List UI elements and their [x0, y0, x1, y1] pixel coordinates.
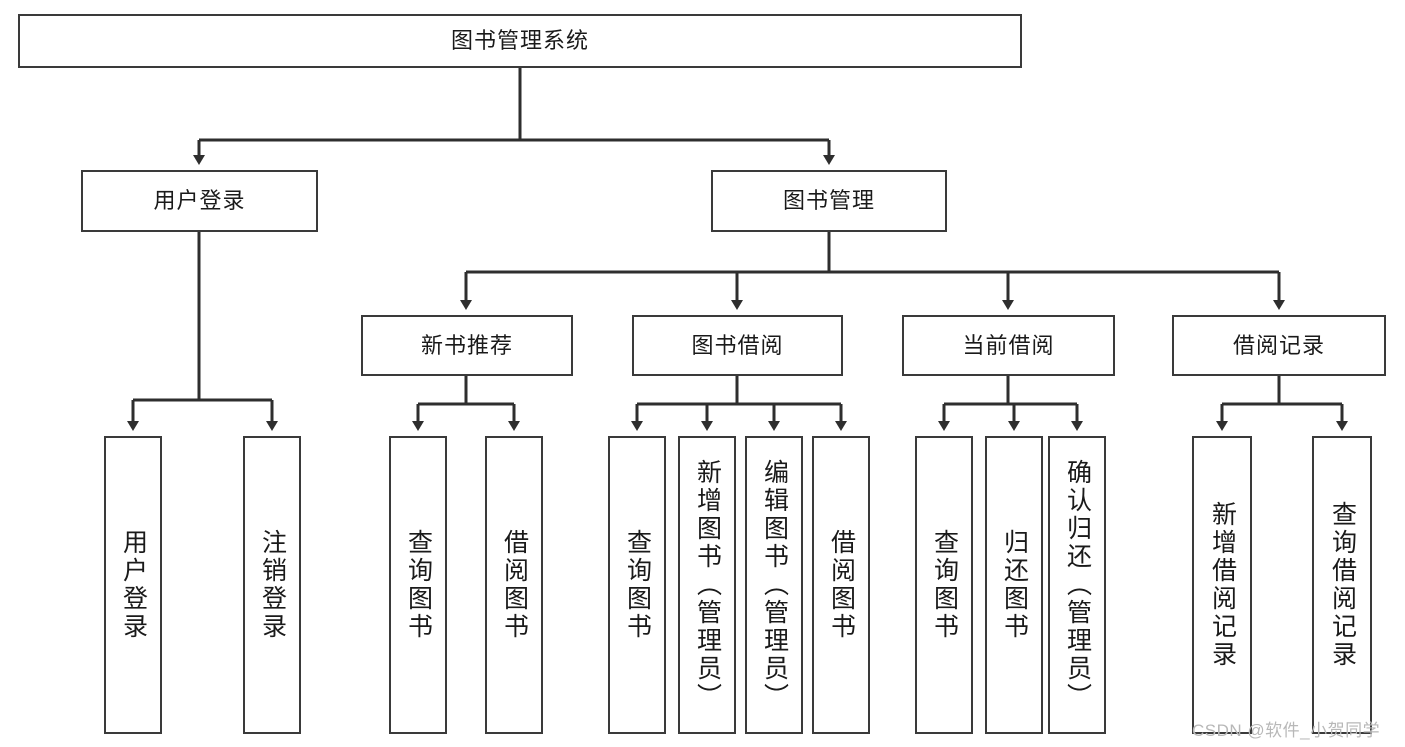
node-book-management[interactable]: 图书管理	[711, 170, 947, 232]
node-root-system[interactable]: 图书管理系统	[18, 14, 1022, 68]
node-leaf-query-book-2[interactable]: 查询图书	[608, 436, 666, 734]
node-label: 借阅图书	[500, 529, 529, 641]
node-leaf-query-book-1[interactable]: 查询图书	[389, 436, 447, 734]
node-user-login[interactable]: 用户登录	[81, 170, 318, 232]
node-label: 当前借阅	[962, 332, 1055, 358]
node-leaf-add-book-admin[interactable]: 新增图书（管理员）	[678, 436, 736, 734]
node-label: 编辑图书（管理员）	[760, 459, 789, 711]
node-label: 注销登录	[258, 529, 287, 641]
csdn-watermark: CSDN @软件_小贺同学	[1192, 721, 1381, 740]
node-label: 查询图书	[404, 529, 433, 641]
node-label: 图书借阅	[691, 332, 784, 358]
node-label: 确认归还（管理员）	[1063, 459, 1092, 711]
node-leaf-user-login[interactable]: 用户登录	[104, 436, 162, 734]
node-new-book-recommend[interactable]: 新书推荐	[361, 315, 573, 376]
node-label: 图书管理	[782, 188, 875, 214]
node-leaf-logout-login[interactable]: 注销登录	[243, 436, 301, 734]
node-leaf-add-borrow-record[interactable]: 新增借阅记录	[1192, 436, 1252, 734]
node-leaf-borrow-book-2[interactable]: 借阅图书	[812, 436, 870, 734]
node-label: 借阅图书	[827, 529, 856, 641]
node-borrow-record[interactable]: 借阅记录	[1172, 315, 1386, 376]
node-label: 用户登录	[119, 529, 148, 641]
node-leaf-query-borrow-record[interactable]: 查询借阅记录	[1312, 436, 1372, 734]
node-label: 新增借阅记录	[1208, 501, 1237, 669]
node-label: 图书管理系统	[450, 28, 589, 54]
node-label: 查询图书	[623, 529, 652, 641]
node-label: 用户登录	[153, 188, 246, 214]
node-label: 借阅记录	[1232, 332, 1325, 358]
node-leaf-borrow-book-1[interactable]: 借阅图书	[485, 436, 543, 734]
node-label: 查询借阅记录	[1328, 501, 1357, 669]
node-label: 查询图书	[930, 529, 959, 641]
node-label: 归还图书	[1000, 529, 1029, 641]
node-leaf-query-book-3[interactable]: 查询图书	[915, 436, 973, 734]
node-leaf-edit-book-admin[interactable]: 编辑图书（管理员）	[745, 436, 803, 734]
node-book-borrow[interactable]: 图书借阅	[632, 315, 843, 376]
node-leaf-confirm-return-admin[interactable]: 确认归还（管理员）	[1048, 436, 1106, 734]
node-label: 新书推荐	[420, 332, 513, 358]
node-current-borrow[interactable]: 当前借阅	[902, 315, 1115, 376]
node-leaf-return-book[interactable]: 归还图书	[985, 436, 1043, 734]
node-label: 新增图书（管理员）	[693, 459, 722, 711]
